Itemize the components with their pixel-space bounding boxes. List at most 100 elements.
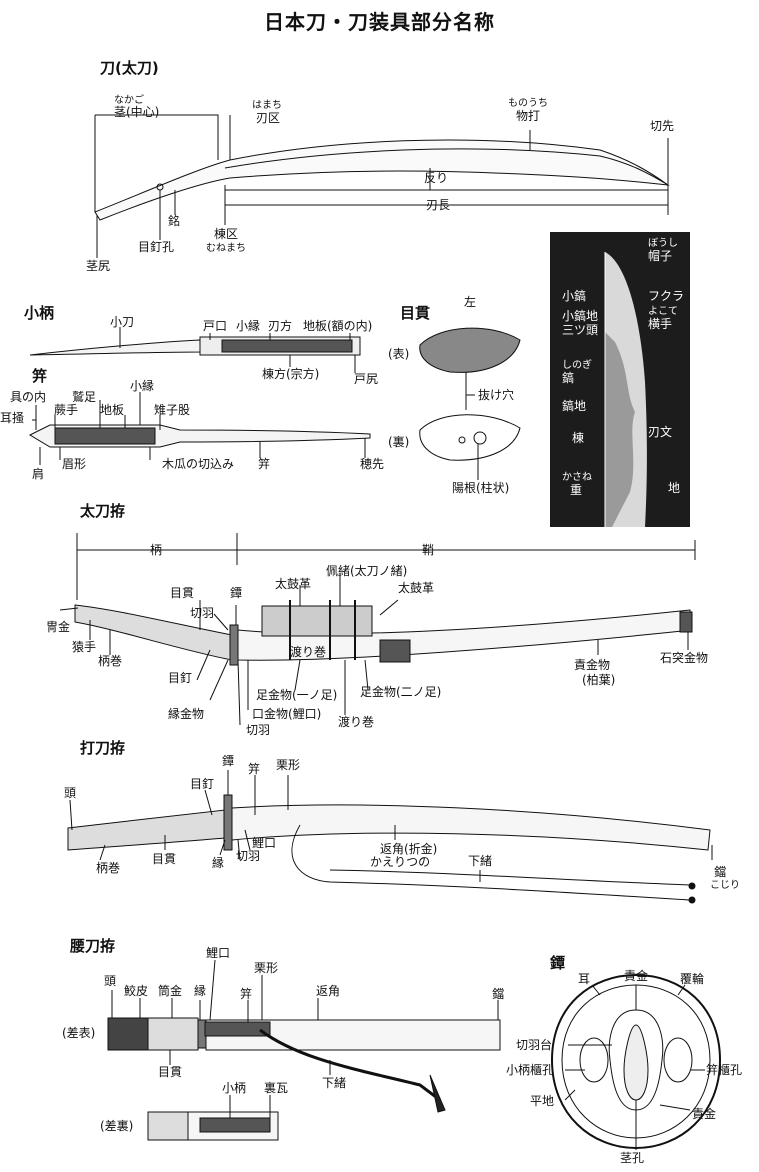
uchigatana-kogai-label: 笄 — [248, 762, 261, 776]
uchigatana-menuki-label: 目貫 — [152, 852, 177, 866]
kozuka-tojiri-label: 戸尻 — [354, 372, 379, 386]
tachi-mekugi-label: 目釘 — [168, 671, 193, 685]
section-menuki: 目貫 — [400, 304, 431, 322]
uchigatana-mekugi-label: 目釘 — [190, 777, 215, 791]
uchigatana-saya — [231, 804, 711, 851]
kogai-mokkou-label: 木瓜の切込み — [162, 457, 235, 471]
koshigatana-tsutsugane-label: 筒金 — [158, 984, 183, 998]
kogai-mimikaki-label: 耳掻 — [0, 411, 25, 425]
katana-nakago-reading: なかご — [114, 95, 144, 106]
menuki-omote-label: (表) — [388, 347, 410, 361]
tachi-tsuka-label: 柄 — [150, 543, 163, 557]
uchigatana-kaerizuno-label: 返角(折金) — [380, 842, 438, 856]
kozuka-kogatana-label: 小刀 — [110, 315, 135, 329]
photo-boushi: 帽子 — [648, 249, 673, 263]
menuki-hidari-label: 左 — [464, 295, 477, 309]
tachi-tsuba-label: 鐔 — [230, 586, 243, 600]
tachi-tsuba — [229, 624, 239, 666]
tsuba-kozukahitsuana — [579, 1037, 609, 1083]
katana-munemachi-reading: むねまち — [206, 243, 246, 254]
koshigatana-samegawa-label: 鮫皮 — [124, 984, 149, 998]
photo-boushi-reading: ぼうし — [648, 238, 678, 249]
kogai-gunouchi-label: 具の内 — [10, 390, 47, 404]
uchigatana-koiguchi-label: 鯉口 — [252, 836, 277, 850]
section-tachi: 太刀拵 — [80, 502, 126, 520]
koshigatana-sageo — [259, 1028, 441, 1102]
katana-nakago-label: 茎(中心) — [114, 105, 160, 119]
page-title: 日本刀・刀装具部分名称 — [264, 10, 495, 34]
tsuba-fukurin-label: 覆輪 — [680, 972, 705, 986]
uchigatana-kurikata-label: 栗形 — [276, 758, 301, 772]
kogai-kobuchi-label: 小縁 — [130, 379, 155, 393]
katana-hamachi-reading: はまち — [252, 100, 282, 111]
tachi-taikogawa1-label: 太鼓革 — [275, 577, 312, 591]
uchigatana-fuchi-label: 縁 — [212, 856, 225, 870]
blade-photo-drawing — [604, 252, 647, 527]
photo-kasane: 重 — [570, 483, 583, 497]
uchigatana-kashira-label: 頭 — [64, 786, 77, 800]
katana-munemachi-label: 棟区 — [214, 227, 239, 241]
photo-shinogi: 鎬 — [562, 371, 575, 385]
tsuba-kogaihitsuana — [663, 1037, 693, 1083]
tsuba-kozukahitsuana-label: 小柄櫃孔 — [506, 1063, 555, 1077]
katana-shinogi — [224, 148, 669, 186]
kogai-jiita-label: 地板 — [100, 403, 125, 417]
katana-nakagojiri-label: 茎尻 — [86, 259, 111, 273]
kogai-ritsushimata-label: 雉子股 — [154, 403, 191, 417]
menuki-inne-label: 陽根(柱状) — [452, 481, 510, 495]
photo-kasane-reading: かさね — [562, 472, 592, 483]
tachi-ishizuki-label: 石突金物 — [660, 651, 709, 665]
photo-mune: 棟 — [572, 431, 585, 445]
tachi-taikogawa2-label: 太鼓革 — [398, 581, 435, 595]
photo-koshinogi: 小鎬 — [562, 289, 587, 303]
tachi-kuchikanamono-label: 口金物(鯉口) — [252, 707, 322, 721]
tachi-ashikanamono1-label: 足金物(一ノ足) — [256, 688, 338, 702]
uchigatana-kojiri-label: 鐺 — [714, 865, 727, 879]
section-kozuka: 小柄 — [24, 304, 55, 322]
photo-yokote: 横手 — [648, 317, 673, 331]
uchigatana-kojiri-reading: こじり — [710, 880, 740, 891]
section-katana: 刀(太刀) — [100, 59, 159, 77]
tachi-kabutogane-label: 冑金 — [46, 620, 71, 634]
uchigatana-sageo — [291, 824, 691, 901]
tachi-seppa2-label: 切羽 — [246, 723, 271, 737]
kogai-washiashi-label: 鷲足 — [72, 390, 97, 404]
uchigatana-sageo-label: 下緒 — [468, 854, 493, 868]
tsuba-nakagoana-label: 茎孔 — [620, 1151, 645, 1165]
tachi-haio-label: 佩緒(太刀ノ緒) — [326, 564, 408, 578]
koshigatana-sashiomote-label: (差表) — [62, 1026, 96, 1040]
photo-koshinogiji: 小鎬地 — [562, 309, 599, 323]
photo-hamon: 刃文 — [648, 425, 673, 439]
koshigatana-kozuka-label: 小柄 — [222, 1081, 247, 1095]
kogai-mayugata-label: 眉形 — [62, 457, 87, 471]
photo-ji: 地 — [668, 481, 681, 495]
section-koshigatana: 腰刀拵 — [70, 937, 116, 955]
tachi-fuchikanamono-label: 縁金物 — [168, 707, 205, 721]
tachi-sarute-label: 猿手 — [72, 640, 97, 654]
tachi-watarimaki2-label: 渡り巻 — [338, 715, 375, 729]
tsuba-sekigane-right-label: 責金 — [692, 1107, 717, 1121]
katana-mekugiana-label: 目釘孔 — [138, 240, 175, 254]
photo-shinogi-reading: しのぎ — [562, 360, 592, 371]
koshigatana-kojiri-label: 鐺 — [492, 987, 505, 1001]
menuki-nukeana-label: 抜け穴 — [478, 388, 515, 402]
tachi-semegane-label: 責金物 — [574, 658, 611, 672]
kozuka-jiita-label: 地板(額の内) — [303, 319, 373, 333]
menuki-ura-label: (裏) — [388, 435, 410, 449]
kozuka-hagata-label: 刃方 — [268, 319, 293, 333]
tachi-tsukamaki-label: 柄巻 — [98, 654, 123, 668]
tachi-ashikanamono2-label: 足金物(二ノ足) — [360, 685, 442, 699]
kozuka-toguchi-label: 戸口 — [203, 319, 228, 333]
tsuba-kogaihitsuana-label: 笄櫃孔 — [706, 1063, 743, 1077]
section-uchigatana: 打刀拵 — [80, 739, 126, 757]
kogai-warabite-label: 蕨手 — [54, 403, 79, 417]
tsuba-sekigane-top-label: 責金 — [624, 969, 649, 983]
koshigatana-fuchi-label: 縁 — [194, 984, 207, 998]
katana-monouchi-label: 物打 — [516, 109, 541, 123]
koshigatana-kogai-label: 笄 — [240, 987, 253, 1001]
tsuba-hiraji-label: 平地 — [530, 1094, 555, 1108]
photo-shinogiji: 鎬地 — [562, 399, 587, 413]
tachi-seppa1-label: 切羽 — [190, 606, 215, 620]
katana-blade — [94, 139, 670, 221]
